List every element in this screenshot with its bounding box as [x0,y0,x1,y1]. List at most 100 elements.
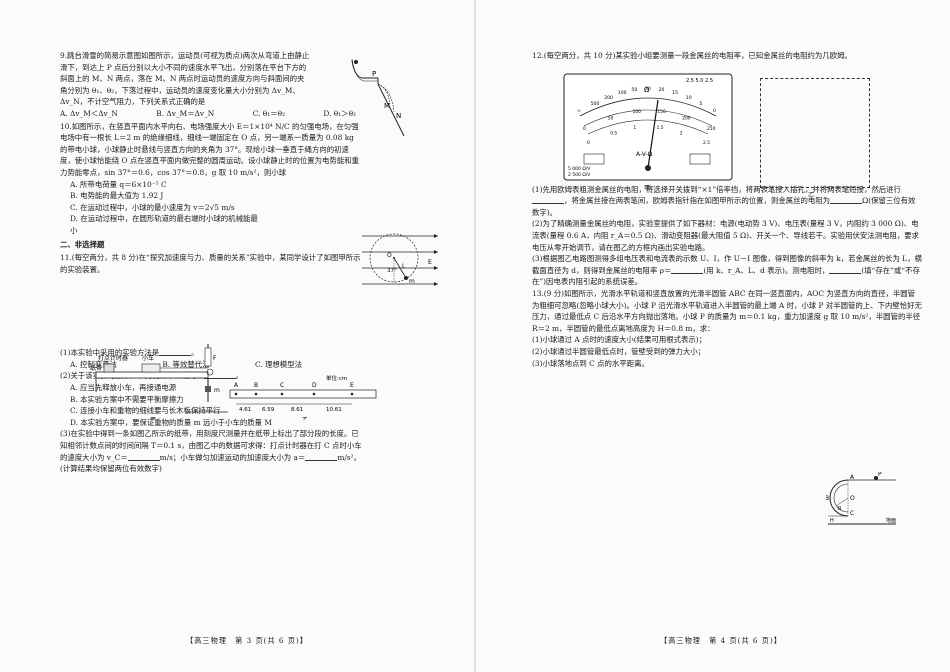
meter-dc-scale-label: 50 [608,115,614,121]
right-footer: 【高三物理 第 4 页(共 6 页)】 [660,636,782,645]
q12-sub3-end: (填“存在”或“不存在”)因电表内阻引起的系统误差。 [532,265,920,287]
q10-stem: 10.如图所示，在竖直平面内水平向右、电场强度大小 E＝1×10⁴ N/C 的匀… [60,121,359,177]
q9-ski-jump-figure: P M N [351,58,405,137]
meter-ohm-scale-label: 15 [672,90,678,96]
q11-label-unit: 单位:cm [326,374,347,382]
meter-omega: Ω [644,86,650,94]
meter-ohm-scale-label: 200 [604,95,613,101]
q12-fig1-label: 甲 [644,185,650,192]
q13-semicircle-figure: A P B O R C H 地面 [826,472,896,525]
meter-ac-scale-label: 0.5 [610,131,617,137]
q11-sub3: (3)在实验中得到一条如图乙所示的纸带，用刻度尺测量并在纸带上标出了部分段的长度… [60,428,362,474]
q9-options: A. Δv_M＜Δv_N B. Δv_M＝Δv_N C. θ₁＝θ₂ D. θ₁… [60,108,362,120]
tape-label-e: E [350,382,354,389]
q11-label-car: 小车 [142,354,154,362]
q11-label-timer: 打点计时器 [98,354,128,362]
q11-label-fig1: 甲 [150,417,156,420]
meter-dc-scale-label: 100 [633,109,642,115]
meter-needle [647,99,659,169]
q13-label-h: H [830,518,834,524]
q9-stem: 9.跳台滑雪的简易示意图如图所示，运动员(可视为质点)两次从弯道上由静止滑下，到… [60,51,310,107]
q9-label-p: P [372,70,376,78]
left-page [0,0,474,672]
q12-sub1-end: Ω(保留三位有效数字)。 [532,196,916,217]
q9-option-d: D. θ₁＞θ₂ [323,108,356,118]
q10-option-a: A. 所带电荷量 q＝6×10⁻⁵ C [70,179,167,189]
right-column: 12.(每空两分，共 10 分)某实验小组要测量一段金属丝的电阻率，已知金属丝的… [532,50,922,369]
q11-sub2-option-a: A. 应当先释放小车，再接通电源 [70,383,177,393]
tape-distance: 6.59 [262,407,275,413]
q13-label-o: O [850,495,855,502]
q11-sub3-mid: m/s；小车做匀加速运动的加速度大小为 a＝ [159,452,306,462]
meter-ac-scale-label: 0 [587,140,590,146]
q11-sub2-option-d: D. 本实验方案中，要保证重物的质量 m 远小于小车的质量 M [70,417,272,427]
q12-sub3-blank-1[interactable] [671,265,704,274]
meter-ohm-scale-label: 20 [659,87,665,93]
q11-sub3-blank-1[interactable] [127,452,160,461]
tape-point-b [254,392,258,396]
q11-label-fig2: 乙 [302,417,308,420]
meter-dc-scale-label: 150 [657,109,666,115]
q10-label-angle: 37° [387,268,397,274]
meter-ac-scale-label: 1 [633,125,636,131]
meter-ohm-scale-label: 100 [618,90,627,96]
q9-option-b: B. Δv_M＝Δv_N [156,108,215,118]
meter-ac-scale-label: 2 [680,131,683,137]
q13-label-c: C [850,510,854,517]
q12-sub1-mid: ，将金属丝接在两表笔间，欧姆表指针指在如图甲所示的位置，则金属丝的电阻为 [564,196,831,206]
meter-dc-scale-label: 200 [682,115,691,121]
q9-option-a: A. Δv_M＜Δv_N [60,108,118,118]
q11-label-f: F [213,355,217,362]
q12-sub1-blank-2[interactable] [830,195,863,205]
q12-sub3-blank-2[interactable] [829,265,862,274]
q13-label-ground: 地面 [886,517,896,524]
q11-sub1: (1)本实验中采用的实验方法是。 [60,347,199,358]
meter-spec-1: 5 000 Ω/V [568,166,591,172]
tape-label-a: A [234,382,239,389]
tape-point-d [312,392,316,396]
q11-apparatus-figure: 打点计时器 小车 纸带 F m 甲 单位:cm ABCDE4.616.598.6… [90,344,377,420]
page-fold [474,0,476,672]
q13-sub2: (2)小球通过半圆管最低点时，管壁受到的弹力大小； [532,346,706,356]
meter-ac-scale-label: 1.5 [657,125,664,131]
q9-option-c: C. θ₁＝θ₂ [252,108,285,118]
q11-figure-space [60,275,362,347]
q12-sub3: (3)根据图乙电路图测得多组电压表和电流表的示数 U、I，作 U－I 图像，得到… [532,253,922,288]
q10-label-o: O [387,252,392,259]
q11-sub3-blank-2[interactable] [305,452,338,461]
q12-circuit-box [760,78,870,188]
tape-distance: 10.61 [326,407,342,413]
question-9: 9.跳台滑雪的简易示意图如图所示，运动员(可视为质点)两次从弯道上由静止滑下，到… [60,50,362,108]
q10-options: A. 所带电荷量 q＝6×10⁻⁵ C B. 电势能的最大值为 1.92 J C… [60,179,362,237]
meter-ohm-scale-label: 30 [645,86,651,92]
tape-label-b: B [254,382,258,389]
tape-point-c [280,392,284,396]
q11-sub1-options: A. 控制变量法 B. 等效替代法 C. 理想模型法 [60,359,362,371]
tape-point-a [234,392,238,396]
meter-ohm-scale-label: 5 [699,101,702,107]
q11-sub2-blank[interactable] [203,370,236,380]
meter-dc-scale-label: 250 [707,126,716,132]
meter-ohm-scale-label: 10 [686,95,692,101]
meter-corner: 2.5 5.0 2.5 [686,78,713,84]
left-footer: 【高三物理 第 3 页(共 6 页)】 [186,636,308,645]
q10-label-l: L [402,263,406,270]
q11-sub1-blank[interactable] [159,347,192,357]
meter-spec-2: 2 500 Ω/V [568,172,591,178]
q11-stem: 11.(每空两分，共 8 分)在“探究加速度与力、质量的关系”实验中，某同学设计… [60,253,361,274]
q11-sub3-text: (3)在实验中得到一条如图乙所示的纸带，用刻度尺测量并在纸带上标出了部分段的长度… [60,429,362,462]
meter-ac-scale-label: 2.5 [703,140,710,146]
q12-stem: 12.(每空两分，共 10 分)某实验小组要测量一段金属丝的电阻率，已知金属丝的… [532,51,852,60]
q12-sub2: (2)为了精确测量金属丝的电阻，实验室提供了如下器材：电源(电动势 3 V)、电… [532,219,920,252]
question-10: 10.如图所示，在竖直平面内水平向右、电场强度大小 E＝1×10⁴ N/C 的匀… [60,121,362,179]
q11-sub3-end: m/s²。(计算结果均保留两位有效数字) [60,452,361,474]
q10-option-d: D. 在运动过程中，在圆形轨道的最右端时小球的机械能最小 [70,214,258,235]
q13-sub3: (3)小球落地点到 C 点的水平距离。 [532,358,649,368]
q9-label-n: N [396,112,401,120]
q11-sub2-option-b: B. 本实验方案中不需要平衡摩擦力 [70,394,184,404]
q12-sub1-blank-1[interactable] [532,195,564,205]
tape-point-e [350,392,354,396]
meter-dc-scale-label: 0 [583,126,586,132]
